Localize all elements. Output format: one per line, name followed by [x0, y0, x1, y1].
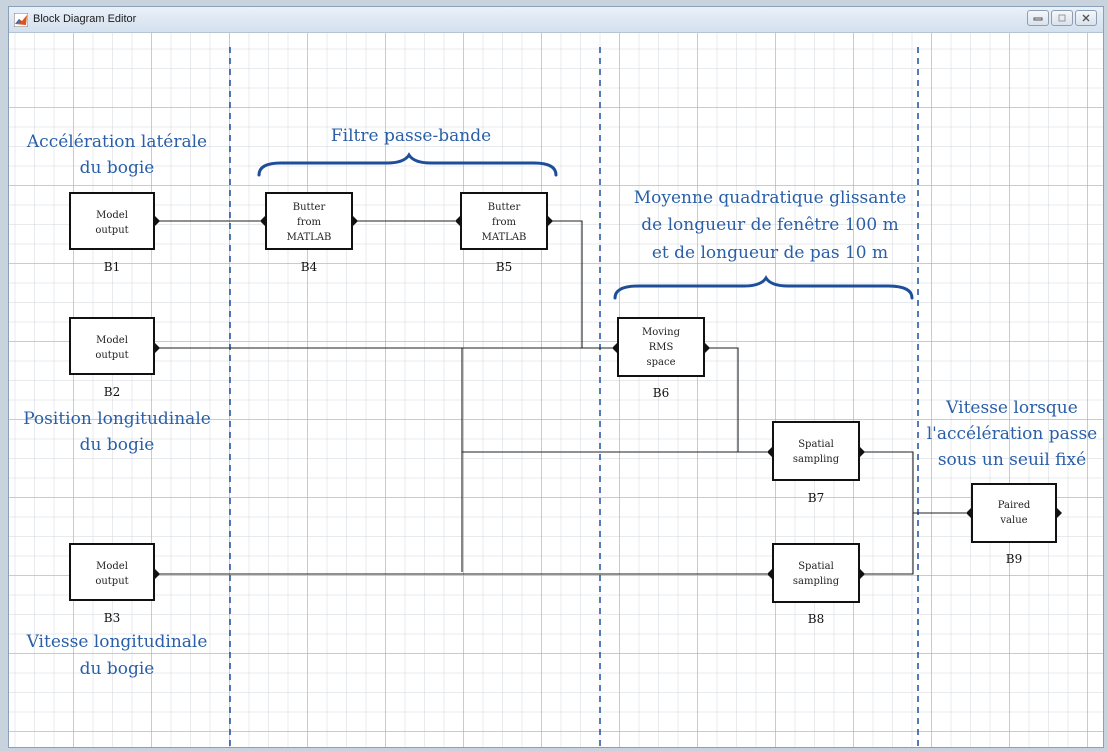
window-title: Block Diagram Editor	[33, 13, 137, 25]
output-port[interactable]	[547, 215, 553, 227]
block-label-line: Model	[96, 335, 128, 346]
input-port[interactable]	[767, 568, 773, 580]
annotation-line: de longueur de fenêtre 100 m	[641, 215, 898, 235]
annotation-bandpass-filter: Filtre passe-bande	[331, 126, 491, 146]
close-button[interactable]	[1075, 10, 1097, 26]
block-id: B3	[104, 611, 120, 625]
input-port[interactable]	[767, 446, 773, 458]
annotation-line: et de longueur de pas 10 m	[652, 243, 888, 263]
minimize-button[interactable]	[1027, 10, 1049, 26]
annotation-lateral-acceleration: Accélération latérale du bogie	[26, 132, 207, 178]
input-port[interactable]	[612, 342, 618, 354]
block-label-line: Paired	[998, 500, 1031, 511]
annotation-line: Vitesse longitudinale	[26, 632, 208, 652]
block-b3[interactable]: Model output B3	[69, 543, 160, 625]
wire-b5-b6	[547, 220, 612, 349]
block-label-line: MATLAB	[482, 232, 527, 243]
annotation-line: du bogie	[80, 659, 155, 679]
annotation-speed-threshold: Vitesse lorsque l'accélération passe sou…	[927, 398, 1098, 470]
block-b4[interactable]: Butter from MATLAB B4	[260, 192, 358, 274]
block-b6[interactable]: Moving RMS space B6	[612, 317, 710, 400]
annotation-line: sous un seuil fixé	[938, 450, 1086, 470]
maximize-button[interactable]	[1051, 10, 1073, 26]
block-label-line: Model	[96, 561, 128, 572]
block-label-line: space	[646, 357, 675, 368]
block-id: B6	[653, 386, 669, 400]
block-id: B5	[496, 260, 512, 274]
block-id: B1	[104, 260, 120, 274]
output-port[interactable]	[1056, 507, 1062, 519]
block-label-line: Spatial	[798, 439, 834, 450]
output-port[interactable]	[859, 446, 865, 458]
block-b1[interactable]: Model output B1	[69, 192, 160, 274]
annotation-line: Vitesse lorsque	[945, 398, 1078, 418]
annotation-rms: Moyenne quadratique glissante de longueu…	[634, 188, 907, 263]
output-port[interactable]	[704, 342, 710, 354]
annotation-line: Accélération latérale	[26, 132, 207, 152]
input-port[interactable]	[966, 507, 972, 519]
maximize-icon	[1058, 14, 1066, 22]
output-port[interactable]	[352, 215, 358, 227]
annotation-line: l'accélération passe	[927, 424, 1098, 444]
block-id: B8	[808, 612, 824, 626]
block-label-line: MATLAB	[287, 232, 332, 243]
block-diagram: Model output B1 Model output B2 Model ou…	[23, 47, 1098, 747]
minimize-icon	[1033, 17, 1043, 21]
annotation-longitudinal-position: Position longitudinale du bogie	[23, 409, 211, 455]
block-label-line: Spatial	[798, 561, 834, 572]
block-label-line: Moving	[642, 327, 681, 338]
matlab-logo-icon	[14, 13, 28, 27]
wire-b7-b8-merge	[859, 451, 914, 575]
input-port[interactable]	[260, 215, 266, 227]
annotation-line: du bogie	[80, 158, 155, 178]
annotation-line: Filtre passe-bande	[331, 126, 491, 146]
block-id: B9	[1006, 552, 1022, 566]
bracket-bandpass	[257, 152, 558, 177]
annotation-line: Position longitudinale	[23, 409, 211, 429]
annotation-line: du bogie	[80, 435, 155, 455]
input-port[interactable]	[455, 215, 461, 227]
output-port[interactable]	[154, 215, 160, 227]
block-id: B2	[104, 385, 120, 399]
block-id: B4	[301, 260, 318, 274]
output-port[interactable]	[154, 568, 160, 580]
block-label-line: from	[297, 217, 322, 228]
close-icon	[1082, 14, 1090, 22]
block-label-line: value	[999, 515, 1027, 526]
block-b2[interactable]: Model output B2	[69, 317, 160, 399]
block-label-line: output	[95, 225, 128, 236]
block-label-line: RMS	[649, 342, 674, 353]
diagram-canvas[interactable]: Model output B1 Model output B2 Model ou…	[9, 33, 1103, 747]
block-label-line: output	[95, 350, 128, 361]
block-label-line: Butter	[293, 202, 326, 213]
block-label-line: from	[492, 217, 517, 228]
block-label-line: sampling	[793, 454, 840, 465]
block-b8[interactable]: Spatial sampling B8	[767, 543, 865, 626]
title-bar[interactable]: Block Diagram Editor	[9, 7, 1103, 33]
block-b5[interactable]: Butter from MATLAB B5	[455, 192, 553, 274]
editor-window: Block Diagram Editor	[8, 6, 1104, 748]
block-label-line: sampling	[793, 576, 840, 587]
output-port[interactable]	[859, 568, 865, 580]
annotation-longitudinal-speed: Vitesse longitudinale du bogie	[26, 632, 208, 679]
block-label-line: output	[95, 576, 128, 587]
wire-b6-b7	[704, 347, 739, 452]
block-b9[interactable]: Paired value B9	[966, 483, 1062, 566]
block-id: B7	[808, 491, 824, 505]
output-port[interactable]	[154, 342, 160, 354]
block-label-line: Model	[96, 210, 128, 221]
bracket-rms	[613, 275, 914, 300]
annotation-line: Moyenne quadratique glissante	[634, 188, 907, 208]
block-b7[interactable]: Spatial sampling B7	[767, 421, 865, 505]
block-label-line: Butter	[488, 202, 521, 213]
